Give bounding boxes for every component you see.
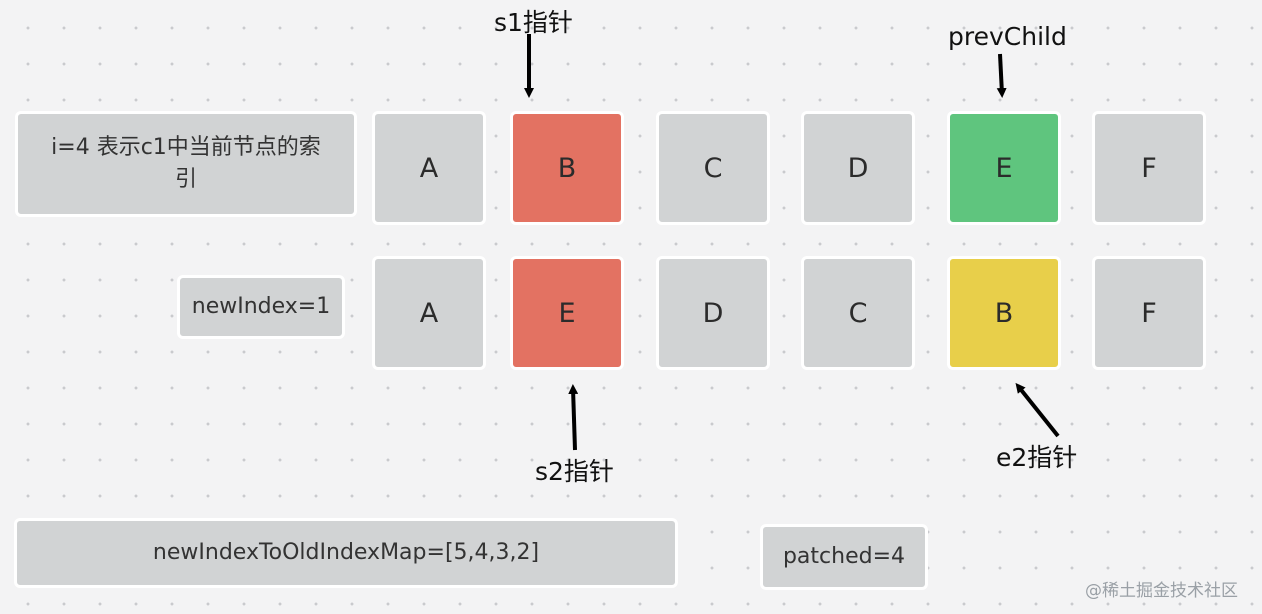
old-node-c: C [656, 111, 770, 225]
new-node-b: B [947, 256, 1061, 370]
index-label-box: i=4 表示c1中当前节点的索引 [15, 111, 357, 217]
new-node-a-label: A [419, 297, 439, 329]
old-node-a: A [372, 111, 486, 225]
e2-arrow [1015, 382, 1060, 438]
new-node-e: E [510, 256, 624, 370]
new-node-f: F [1092, 256, 1206, 370]
old-node-b-label: B [557, 152, 577, 184]
new-node-f-label: F [1141, 297, 1157, 329]
new-index-label-box: newIndex=1 [177, 275, 345, 339]
old-node-a-label: A [419, 152, 439, 184]
new-node-b-label: B [994, 297, 1014, 329]
old-node-f: F [1092, 111, 1206, 225]
new-node-a: A [372, 256, 486, 370]
new-index-label: newIndex=1 [191, 294, 331, 320]
map-box: newIndexToOldIndexMap=[5,4,3,2] [14, 518, 678, 588]
new-node-c: C [801, 256, 915, 370]
new-node-d: D [656, 256, 770, 370]
s1-pointer-label: s1指针 [494, 8, 573, 37]
prev-child-arrow [996, 53, 1007, 98]
map-label: newIndexToOldIndexMap=[5,4,3,2] [152, 540, 540, 566]
s2-arrow [568, 384, 579, 451]
watermark: @稀土掘金技术社区 [1085, 581, 1238, 601]
old-node-e: E [947, 111, 1061, 225]
old-node-e-label: E [995, 152, 1013, 184]
prev-child-label: prevChild [948, 22, 1067, 51]
old-node-d-label: D [847, 152, 869, 184]
new-node-c-label: C [848, 297, 868, 329]
index-label: i=4 表示c1中当前节点的索引 [51, 135, 321, 192]
patched-box: patched=4 [760, 524, 928, 590]
patched-label: patched=4 [782, 544, 906, 570]
new-node-d-label: D [702, 297, 724, 329]
old-node-c-label: C [703, 152, 723, 184]
new-node-e-label: E [558, 297, 576, 329]
e2-pointer-label: e2指针 [996, 443, 1078, 472]
old-node-b: B [510, 111, 624, 225]
old-node-f-label: F [1141, 152, 1157, 184]
s2-pointer-label: s2指针 [535, 457, 614, 486]
old-node-d: D [801, 111, 915, 225]
